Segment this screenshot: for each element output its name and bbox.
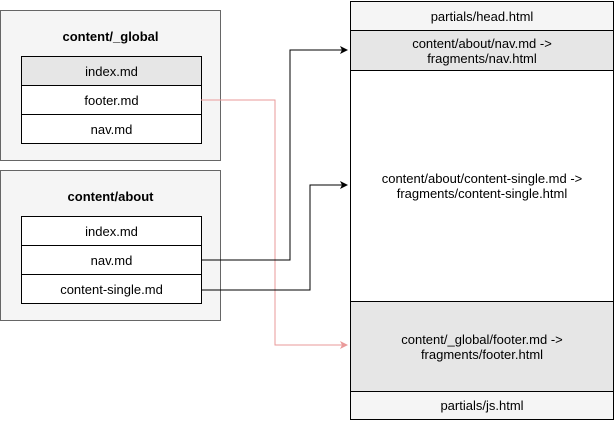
content-global-title: content/_global [62, 29, 159, 44]
slot-content-label: content/about/content-single.md -> fragm… [381, 171, 583, 201]
global-index-md: index.md [21, 56, 202, 86]
slot-head-label: partials/head.html [430, 8, 534, 24]
global-footer-md: footer.md [21, 85, 202, 115]
about-index-md: index.md [21, 216, 202, 246]
connector-content-single [201, 181, 348, 291]
about-nav-md: nav.md [21, 245, 202, 275]
slot-partials-head: partials/head.html [350, 1, 614, 31]
content-about-group: content/about index.md nav.md content-si… [0, 170, 221, 321]
about-content-single-md: content-single.md [21, 274, 202, 304]
slot-nav-label: content/about/nav.md -> fragments/nav.ht… [412, 35, 552, 66]
content-global-group: content/_global index.md footer.md nav.m… [0, 10, 221, 161]
connector-footer [201, 99, 348, 349]
slot-footer-fragment: content/_global/footer.md -> fragments/f… [350, 301, 614, 392]
global-nav-md: nav.md [21, 114, 202, 144]
slot-content-fragment: content/about/content-single.md -> fragm… [350, 70, 614, 302]
content-about-file-list: index.md nav.md content-single.md [21, 216, 202, 304]
slot-nav-fragment: content/about/nav.md -> fragments/nav.ht… [350, 30, 614, 71]
connector-nav [201, 46, 348, 261]
page-template: partials/head.html content/about/nav.md … [350, 1, 614, 420]
content-about-title: content/about [67, 189, 154, 204]
content-global-file-list: index.md footer.md nav.md [21, 56, 202, 144]
slot-footer-label: content/_global/footer.md -> fragments/f… [401, 331, 563, 362]
slot-partials-js: partials/js.html [350, 391, 614, 420]
slot-js-label: partials/js.html [440, 398, 524, 413]
